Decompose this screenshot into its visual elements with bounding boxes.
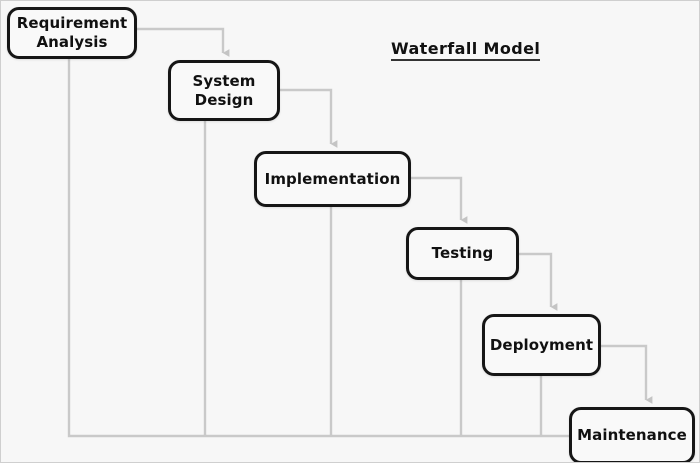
stage-box-system-design[interactable]: System Design: [168, 60, 280, 121]
feedback-requirement-analysis: [67, 59, 569, 438]
stage-box-maintenance[interactable]: Maintenance: [569, 407, 695, 462]
stage-box-testing[interactable]: Testing: [406, 227, 519, 280]
stage-label-system-design: System Design: [192, 71, 256, 109]
connector-implementation-to-testing: [411, 176, 468, 224]
stage-label-deployment: Deployment: [489, 335, 594, 354]
connector-system-design-to-implementation: [280, 88, 338, 148]
stage-label-implementation: Implementation: [264, 169, 401, 188]
stage-box-deployment[interactable]: Deployment: [482, 314, 601, 376]
connector-requirement-analysis-to-system-design: [137, 27, 230, 57]
connector-deployment-to-maintenance: [601, 344, 653, 404]
stage-label-testing: Testing: [431, 244, 494, 263]
stage-box-implementation[interactable]: Implementation: [254, 151, 411, 207]
page-title: Waterfall Model: [391, 39, 541, 61]
connector-testing-to-deployment: [519, 252, 558, 311]
stage-label-maintenance: Maintenance: [577, 426, 687, 445]
stage-box-requirement-analysis[interactable]: Requirement Analysis: [7, 7, 137, 59]
stage-label-requirement-analysis: Requirement Analysis: [16, 14, 128, 51]
